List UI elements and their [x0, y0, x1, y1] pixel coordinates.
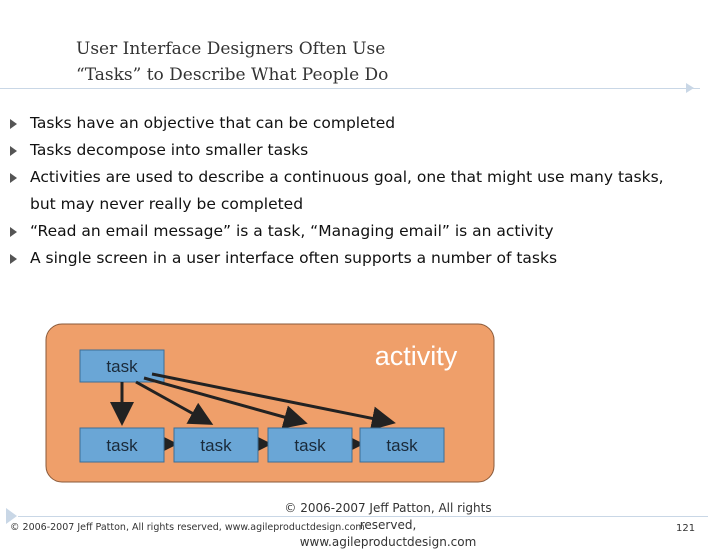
bullet-arrow-icon [10, 227, 17, 237]
bullet-text: Activities are used to describe a contin… [30, 168, 664, 213]
top-task-box [79, 349, 165, 383]
subtask-label: task [386, 436, 418, 455]
subtask-label: task [200, 436, 232, 455]
activity-label: activity [375, 341, 458, 371]
footer-divider [18, 516, 708, 517]
bullet-arrow-icon [10, 254, 17, 264]
subtask-box [173, 427, 259, 463]
slide-title: User Interface Designers Often Use “Task… [76, 36, 636, 88]
bullet-item: “Read an email message” is a task, “Mana… [10, 218, 670, 245]
bullet-item: Activities are used to describe a contin… [10, 164, 670, 218]
decompose-arrow [143, 376, 308, 429]
subtask-box [267, 427, 353, 463]
bullet-list: Tasks have an objective that can be comp… [10, 110, 670, 272]
footer-copyright-line-2: www.agileproductdesign.com [299, 535, 477, 549]
bullet-arrow-icon [10, 119, 17, 129]
footer-arrow-icon [6, 508, 17, 524]
top-task-label: task [106, 357, 138, 376]
footer-copyright-small: © 2006-2007 Jeff Patton, All rights rese… [10, 522, 365, 533]
bullet-item: Tasks have an objective that can be comp… [10, 110, 670, 137]
subtask-box [359, 427, 445, 463]
bullet-item: A single screen in a user interface ofte… [10, 245, 670, 272]
subtask-label: task [294, 436, 326, 455]
page-number: 121 [676, 523, 696, 534]
bullet-arrow-icon [10, 146, 17, 156]
title-divider [0, 88, 700, 89]
activity-diagram: activity task task task task task [45, 323, 495, 483]
bullet-text: Tasks decompose into smaller tasks [30, 141, 309, 159]
footer-copyright-line-1: © 2006-2007 Jeff Patton, All rights rese… [284, 501, 492, 532]
bullet-text: Tasks have an objective that can be comp… [30, 114, 396, 132]
bullet-arrow-icon [10, 173, 17, 183]
bullet-text: A single screen in a user interface ofte… [30, 249, 558, 267]
bullet-item: Tasks decompose into smaller tasks [10, 137, 670, 164]
slide-title-line-1: User Interface Designers Often Use [76, 39, 386, 59]
bullet-text: “Read an email message” is a task, “Mana… [30, 222, 554, 240]
slide-title-line-2: “Tasks” to Describe What People Do [76, 65, 389, 85]
subtask-box [79, 427, 165, 463]
title-divider-arrow-icon [686, 83, 694, 93]
decompose-arrow [151, 372, 396, 431]
subtask-label: task [106, 436, 138, 455]
decompose-arrow [135, 380, 214, 425]
